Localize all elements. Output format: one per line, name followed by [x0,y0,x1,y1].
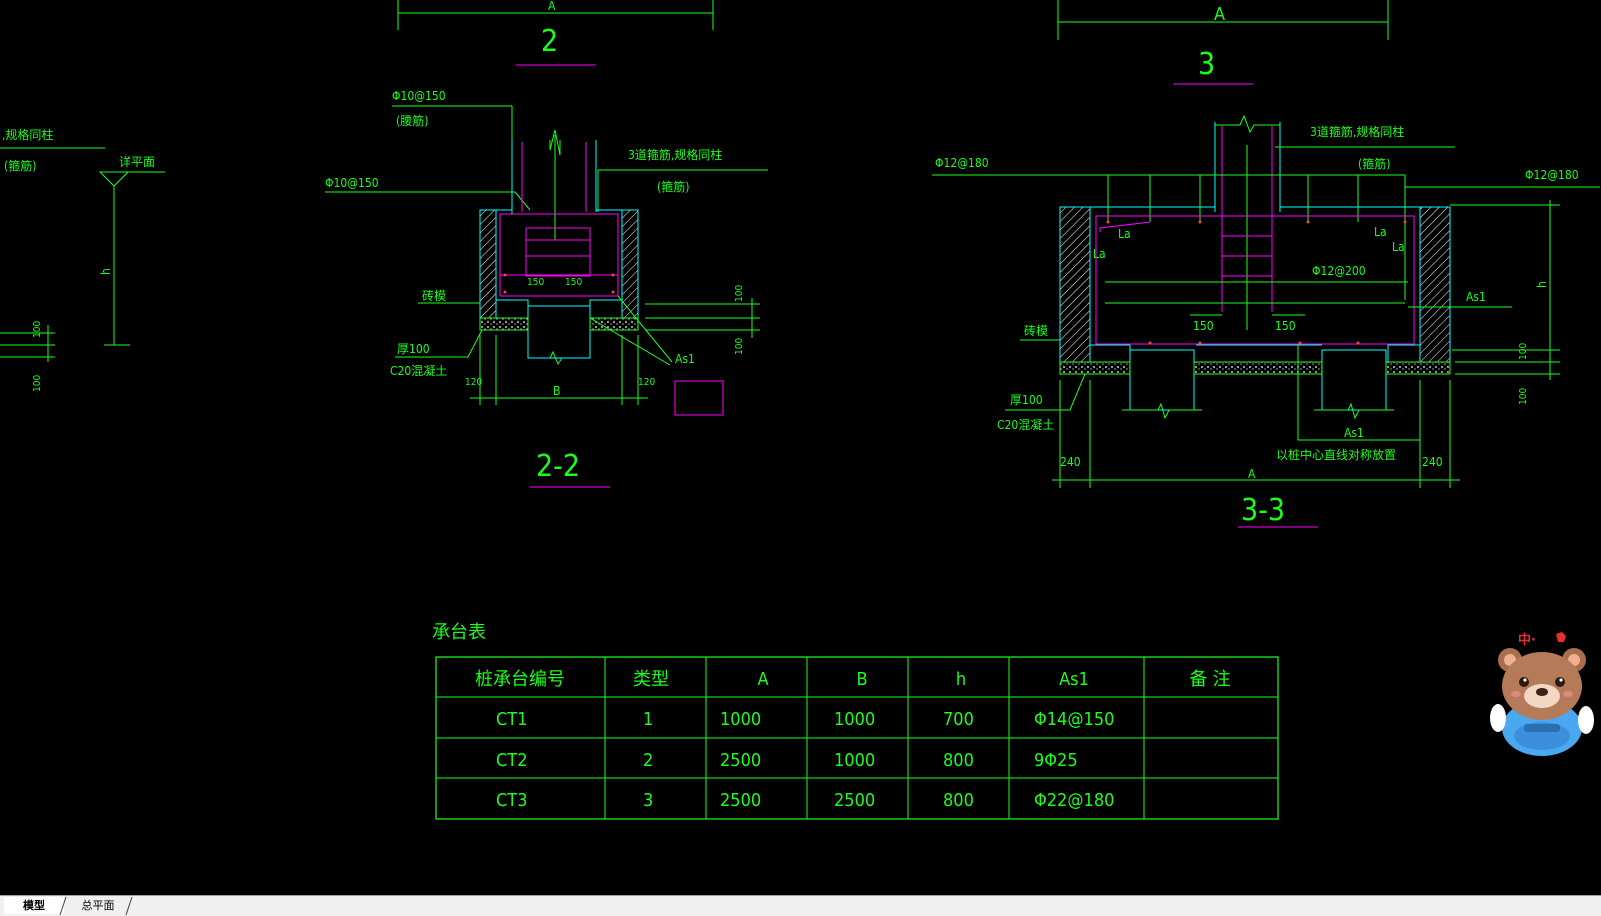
sec3-mark-label: 3 [1198,47,1215,82]
table-header: 类型 [633,669,669,690]
sec33-dim-100b: 100 [1518,388,1529,405]
sec22-stirrup-note: 3道箍筋,规格同柱 [628,147,722,162]
left-stirrup-note: (箍筋) [4,158,36,173]
sec33-dim-100a: 100 [1518,343,1529,360]
cad-drawing-canvas[interactable]: ,规格同柱 (箍筋) 详平面 h 100 100 A 2 Φ10@150 (腰筋… [0,0,1601,895]
tab-separator [59,896,67,915]
layout-tab-bar: 模型 总平面 [0,895,1601,916]
table-cell: CT2 [496,750,528,771]
table-cell: 2500 [834,790,875,811]
table-cell: 1000 [720,709,761,730]
sec33-concrete: C20混凝土 [997,417,1054,432]
sec3-dim-a: A [1214,4,1225,25]
sec22-title: 2-2 [536,449,580,484]
table-header: A [757,669,768,690]
sec22-dim-150b: 150 [565,277,582,288]
table-header: 桩承台编号 [475,669,565,690]
sec33-brick: 砖模 [1024,323,1048,338]
table-header: 备 注 [1189,669,1230,690]
table-title: 承台表 [432,622,486,643]
table-header: h [956,669,966,690]
left-level-note: 详平面 [119,154,155,169]
sec33-stirrup-note: 3道箍筋,规格同柱 [1310,124,1404,139]
sec22-thick: 厚100 [397,342,430,356]
sec33-rebar-right: Φ12@180 [1525,168,1579,182]
sec33-title: 3-3 [1241,493,1285,528]
sec22-stirrup-sub: (箍筋) [657,179,689,194]
sec2-mark-label: 2 [541,24,558,59]
sec33-dim-150a: 150 [1193,319,1214,333]
sec22-dim-120a: 120 [465,377,482,388]
mascot-badge: 中· [1518,632,1536,648]
table-cell: CT1 [496,709,528,730]
sec33-rebar-mid: Φ12@200 [1312,264,1366,278]
tab-model[interactable]: 模型 [4,897,64,914]
drawing-svg: ,规格同柱 (箍筋) 详平面 h 100 100 A 2 Φ10@150 (腰筋… [0,0,1600,820]
section-2-mark: A 2 [397,0,714,66]
table-cell: 700 [943,709,974,730]
left-partial-view: ,规格同柱 (箍筋) 详平面 h 100 100 [0,127,165,392]
sec22-rebar-mid: Φ10@150 [325,176,379,190]
table-cell: 800 [943,750,974,771]
table-cell: Φ14@150 [1034,709,1114,730]
section-3-mark: A 3 [1057,0,1389,85]
left-dim-h: h [99,268,113,275]
sec33-la4: La [1392,240,1405,254]
sec33-thick: 厚100 [1010,393,1043,407]
sec22-rebar-top: Φ10@150 [392,89,446,103]
table-cell: 800 [943,790,974,811]
sec33-dim-240b: 240 [1422,455,1443,469]
sec33-la1: La [1118,227,1131,241]
sec22-as1: As1 [675,352,695,366]
sec33-center-note: 以桩中心直线对称放置 [1276,447,1396,462]
sec33-rebar-left: Φ12@180 [935,156,989,170]
table-cell: CT3 [496,790,528,811]
section-3-3-detail: 3道箍筋,规格同柱 (箍筋) Φ12@180 Φ12@180 La La La … [932,114,1600,528]
tab-master-plan[interactable]: 总平面 [81,899,115,912]
table-cell: Φ22@180 [1034,790,1114,811]
sec2-dim-a: A [548,0,556,13]
sec22-dim-b: B [553,384,560,398]
left-rebar-note: ,规格同柱 [2,127,53,142]
left-dim-100b: 100 [32,375,43,392]
sec33-dim-h: h [1535,281,1549,288]
sec22-dim-100b: 100 [734,338,745,355]
sec22-dim-120b: 120 [638,377,655,388]
sec33-la2: La [1374,225,1387,239]
sec22-concrete: C20混凝土 [390,363,447,378]
sec33-dim-a: A [1248,467,1256,481]
bear-mascot-icon: 中· [1490,632,1594,756]
table-cell: 2500 [720,790,761,811]
table-cell: 1000 [834,750,875,771]
table-cell: 2 [643,750,653,771]
table-header: As1 [1059,669,1089,690]
left-dim-100a: 100 [32,321,43,338]
input-method-mascot[interactable]: 中· [1484,628,1600,760]
sec33-stirrup-sub: (箍筋) [1358,156,1390,171]
table-cell: 1000 [834,709,875,730]
table-cell: 3 [643,790,653,811]
cap-table: 承台表 桩承台编号 类型 A B h As1 备 注 CT1 1 1000 10… [432,622,1279,820]
table-cell: 1 [643,709,653,730]
sec33-dim-150b: 150 [1275,319,1296,333]
sec33-dim-240a: 240 [1060,455,1081,469]
sec33-la3: La [1093,247,1106,261]
sec22-dim-100a: 100 [734,285,745,302]
table-cell: 9Φ25 [1034,750,1078,771]
sec22-rebar-top-note: (腰筋) [396,113,428,128]
tab-separator [125,896,133,915]
sec33-as1a: As1 [1466,290,1486,304]
sec22-dim-150a: 150 [527,277,544,288]
sec33-as1b: As1 [1344,426,1364,440]
section-2-2-detail: Φ10@150 (腰筋) Φ10@150 3道箍筋,规格同柱 (箍筋) 150 … [325,89,768,488]
table-cell: 2500 [720,750,761,771]
sec22-brick: 砖模 [422,288,446,303]
table-header: B [856,669,867,690]
